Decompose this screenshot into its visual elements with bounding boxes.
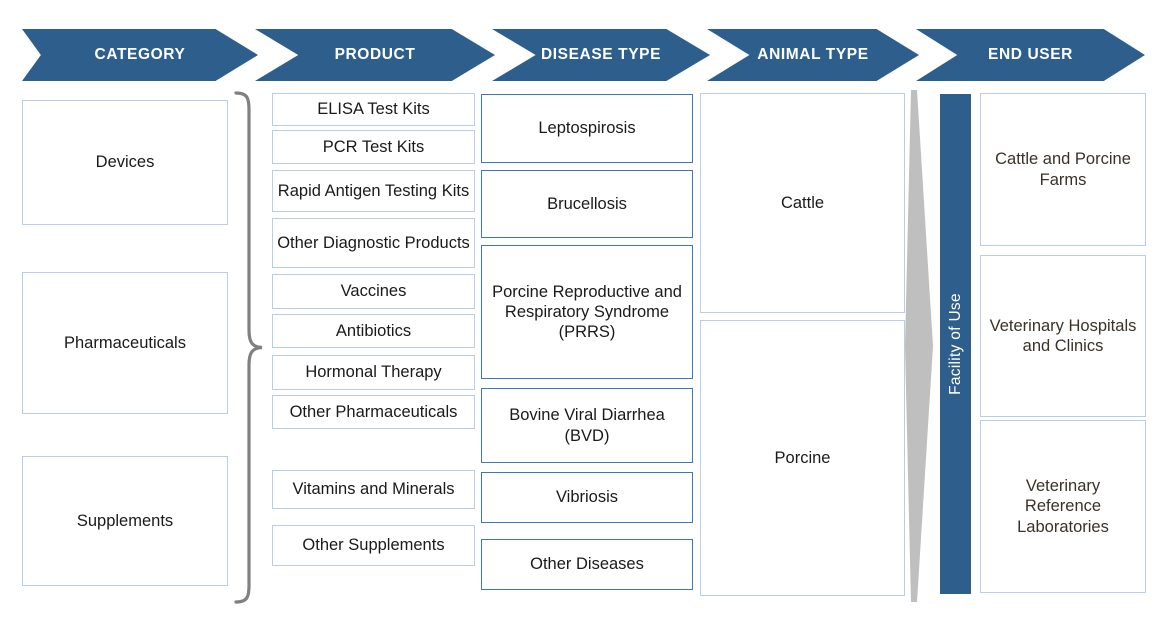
header-stage-label: PRODUCT — [334, 46, 416, 63]
product-item-label: Antibiotics — [335, 321, 412, 340]
product-item-other-pharmaceuticals[interactable]: Other Pharmaceuticals — [272, 395, 475, 429]
disease-item-label: Bovine Viral Diarrhea (BVD) — [509, 406, 665, 445]
animal-item-label: Cattle — [780, 193, 825, 212]
facility-of-use-bar[interactable]: Facility of Use — [940, 94, 971, 594]
disease-item-label: Brucellosis — [547, 194, 627, 213]
category-item-label: Devices — [95, 153, 155, 172]
facility-of-use-label: Facility of Use — [946, 293, 964, 395]
category-item-label: Pharmaceuticals — [64, 333, 186, 352]
product-item-elisa-test-kits[interactable]: ELISA Test Kits — [272, 93, 475, 126]
disease-item-leptospirosis[interactable]: Leptospirosis — [481, 94, 693, 163]
brace-icon — [234, 91, 263, 604]
header-stage-product[interactable]: PRODUCT — [255, 29, 495, 81]
product-item-hormonal-therapy[interactable]: Hormonal Therapy — [272, 355, 475, 390]
disease-item-label: Porcine Reproductive and Respiratory Syn… — [492, 282, 682, 342]
product-item-pcr-test-kits[interactable]: PCR Test Kits — [272, 130, 475, 164]
end-user-item-cattle-and-porcine-farms[interactable]: Cattle and Porcine Farms — [980, 93, 1146, 246]
animal-item-porcine[interactable]: Porcine — [700, 320, 905, 596]
end-user-item-veterinary-hospitals-and-clinics[interactable]: Veterinary Hospitals and Clinics — [980, 255, 1146, 417]
disease-item-vibriosis[interactable]: Vibriosis — [481, 472, 693, 523]
product-item-label: Vaccines — [340, 282, 407, 301]
product-item-antibiotics[interactable]: Antibiotics — [272, 314, 475, 348]
header-stage-disease-type[interactable]: DISEASE TYPE — [492, 29, 710, 81]
disease-item-bvd[interactable]: Bovine Viral Diarrhea (BVD) — [481, 388, 693, 463]
product-item-vitamins-and-minerals[interactable]: Vitamins and Minerals — [272, 470, 475, 509]
category-product-brace — [232, 90, 266, 605]
disease-item-prrs[interactable]: Porcine Reproductive and Respiratory Syn… — [481, 245, 693, 379]
disease-item-other-diseases[interactable]: Other Diseases — [481, 539, 693, 590]
disease-item-label: Vibriosis — [555, 488, 619, 507]
disease-item-label: Leptospirosis — [538, 119, 636, 138]
header-stage-label: DISEASE TYPE — [540, 46, 662, 63]
end-user-item-label: Cattle and Porcine Farms — [995, 150, 1131, 189]
header-stage-label: END USER — [988, 46, 1073, 63]
product-item-vaccines[interactable]: Vaccines — [272, 274, 475, 309]
end-user-item-veterinary-reference-laboratories[interactable]: Veterinary Reference Laboratories — [980, 420, 1146, 593]
header-stage-category[interactable]: CATEGORY — [22, 29, 258, 81]
end-user-item-label: Veterinary Hospitals and Clinics — [989, 316, 1137, 355]
disease-item-label: Other Diseases — [530, 555, 644, 574]
right-arrow-icon — [905, 90, 933, 602]
product-item-label: PCR Test Kits — [322, 137, 425, 156]
header-stage-animal-type[interactable]: ANIMAL TYPE — [707, 29, 919, 81]
product-item-label: Rapid Antigen Testing Kits — [277, 181, 470, 200]
disease-item-brucellosis[interactable]: Brucellosis — [481, 170, 693, 238]
product-item-rapid-antigen-testing-kits[interactable]: Rapid Antigen Testing Kits — [272, 170, 475, 212]
category-item-label: Supplements — [76, 511, 174, 530]
animal-item-cattle[interactable]: Cattle — [700, 93, 905, 313]
product-item-label: Vitamins and Minerals — [292, 480, 455, 499]
product-item-label: Other Diagnostic Products — [277, 233, 470, 252]
product-item-other-diagnostic-products[interactable]: Other Diagnostic Products — [272, 218, 475, 268]
category-item-devices[interactable]: Devices — [22, 100, 228, 225]
product-item-label: Other Supplements — [302, 536, 445, 555]
end-user-item-label: Veterinary Reference Laboratories — [1017, 477, 1109, 536]
product-item-other-supplements[interactable]: Other Supplements — [272, 525, 475, 566]
product-item-label: ELISA Test Kits — [317, 100, 430, 119]
header-stage-label: ANIMAL TYPE — [757, 46, 869, 63]
product-item-label: Hormonal Therapy — [305, 363, 442, 382]
flow-arrow-gray — [903, 90, 939, 602]
animal-item-label: Porcine — [774, 448, 831, 467]
category-item-pharmaceuticals[interactable]: Pharmaceuticals — [22, 272, 228, 414]
header-stage-label: CATEGORY — [94, 46, 186, 63]
product-item-label: Other Pharmaceuticals — [289, 402, 458, 421]
category-item-supplements[interactable]: Supplements — [22, 456, 228, 586]
header-stage-end-user[interactable]: END USER — [916, 29, 1145, 81]
